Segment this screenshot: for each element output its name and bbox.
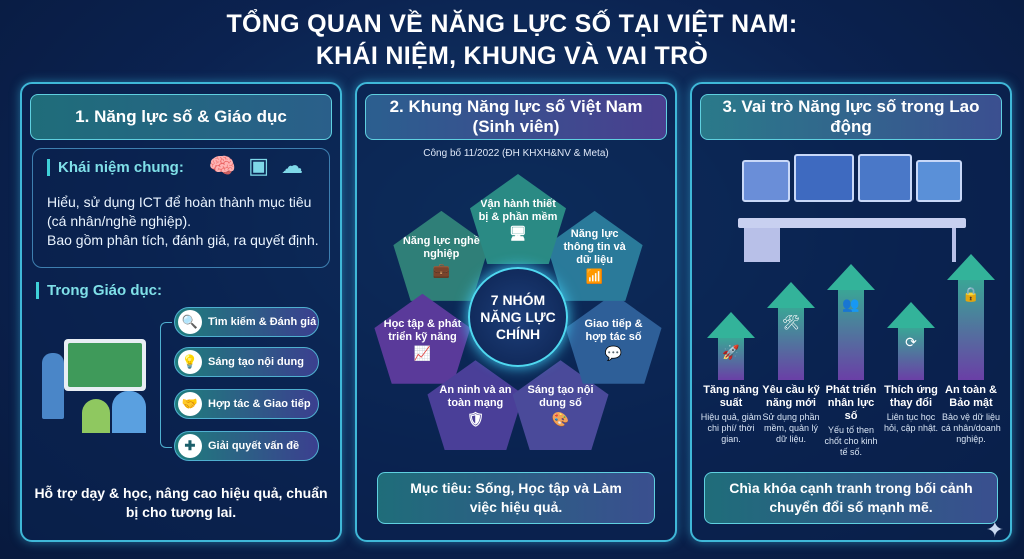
role-desc: Sử dụng phần mềm, quản lý dữ liệu. bbox=[762, 412, 820, 444]
petal-0: Vận hành thiết bị & phần mềm 🖥 bbox=[470, 174, 566, 264]
petal-1: Năng lực thông tin và dữ liệu📶 bbox=[546, 210, 643, 301]
panel-1-footer: Hỗ trợ dạy & học, nâng cao hiệu quả, chu… bbox=[34, 485, 328, 520]
header-line: (Sinh viên) bbox=[472, 117, 560, 136]
shield-icon: 🛡 bbox=[466, 411, 485, 428]
role-title: Tăng năng suất bbox=[703, 384, 759, 409]
role-title: Thích ứng thay đổi bbox=[884, 384, 938, 409]
role-desc: Liên tục học hỏi, cập nhật. bbox=[883, 412, 939, 433]
brain-icon: 🧠 bbox=[208, 153, 249, 178]
edu-item-label: Sáng tạo nội dung bbox=[208, 356, 304, 368]
teacher-illustration bbox=[42, 339, 152, 434]
petal-label: Giao tiếp & hợp tác số bbox=[584, 317, 643, 343]
tools-icon: 🛠 bbox=[782, 314, 800, 330]
rocket-icon: 🚀 bbox=[722, 344, 740, 360]
concept-section: Khái niệm chung: 🧠▣☁ Hiểu, sử dụng ICT đ… bbox=[32, 148, 330, 268]
hub-7-groups: 7 NHÓM NĂNG LỰC CHÍNH bbox=[468, 267, 568, 367]
edu-item-problem-solving: ✚ Giải quyết vấn đề bbox=[174, 431, 319, 461]
petal-5: Học tập & phát triển kỹ năng📈 bbox=[374, 293, 471, 384]
panel-3-footer: Chìa khóa cạnh tranh trong bối cảnh chuy… bbox=[729, 480, 973, 515]
petal-6: Năng lực nghề nghiệp💼 bbox=[393, 210, 490, 301]
page-title: TỔNG QUAN VỀ NĂNG LỰC SỐ TẠI VIỆT NAM: K… bbox=[0, 8, 1024, 72]
panel-2-footer-box: Mục tiêu: Sống, Học tập và Làm việc hiệu… bbox=[377, 472, 655, 524]
competence-wheel: Năng lực nghề nghiệp💼Học tập & phát triể… bbox=[357, 84, 679, 464]
framework-subtitle: Công bố 11/2022 (ĐH KHXH&NV & Meta) bbox=[423, 148, 609, 159]
palette-icon: 🎨 bbox=[551, 411, 570, 428]
role-title: Yêu cầu kỹ năng mới bbox=[762, 384, 820, 409]
sparkle-icon: ✦ bbox=[985, 517, 1004, 542]
puzzle-icon: ✚ bbox=[178, 434, 202, 458]
panel-labor-role: 3. Vai trò Năng lực số trong Lao động 🚀 T… bbox=[690, 82, 1012, 542]
lightbulb-icon: 💡 bbox=[178, 350, 202, 374]
monitor-icon: 🖥 bbox=[509, 225, 527, 241]
header-line: 2. Khung Năng lực số Việt Nam bbox=[389, 97, 643, 116]
bar-chart-icon: 📶 bbox=[585, 268, 604, 285]
concept-label: Khái niệm chung: bbox=[47, 159, 184, 176]
workstation-illustration bbox=[738, 154, 966, 264]
edu-item-collaboration: 🤝 Hợp tác & Giao tiếp bbox=[174, 389, 319, 419]
edu-item-label: Tìm kiếm & Đánh giá bbox=[208, 316, 317, 328]
title-line-2: KHÁI NIỆM, KHUNG VÀ VAI TRÒ bbox=[315, 42, 709, 70]
role-desc: Bảo vệ dữ liệu cá nhân/doanh nghiệp. bbox=[941, 412, 1001, 444]
edu-item-label: Giải quyết vấn đề bbox=[208, 440, 300, 452]
panel-2-header: 2. Khung Năng lực số Việt Nam(Sinh viên) bbox=[365, 94, 667, 140]
handshake-icon: 🤝 bbox=[178, 392, 202, 416]
panel-3-header: 3. Vai trò Năng lực số trong Lao động bbox=[700, 94, 1002, 140]
petal-2: Giao tiếp & hợp tác số💬 bbox=[565, 293, 662, 384]
refresh-icon: ⟳ bbox=[905, 334, 917, 350]
panel-3-footer-box: Chìa khóa cạnh tranh trong bối cảnh chuy… bbox=[704, 472, 998, 524]
chat-icon: 💬 bbox=[604, 344, 623, 361]
petal-label: An ninh và an toàn mạng bbox=[439, 384, 512, 410]
panel-digital-competence-education: 1. Năng lực số & Giáo dục Khái niệm chun… bbox=[20, 82, 342, 542]
concept-text-1: Hiểu, sử dụng ICT để hoàn thành mục tiêu… bbox=[47, 194, 312, 229]
panel-vietnam-framework: 2. Khung Năng lực số Việt Nam(Sinh viên)… bbox=[355, 82, 677, 542]
briefcase-icon: 💼 bbox=[432, 261, 451, 278]
role-title: An toàn & Bảo mật bbox=[945, 384, 997, 409]
petal-label: Sáng tạo nội dung số bbox=[527, 384, 594, 410]
education-label: Trong Giáo dục: bbox=[36, 282, 162, 299]
petal-label: Học tập & phát triển kỹ năng bbox=[383, 317, 462, 343]
petal-label: Năng lực nghề nghiệp bbox=[402, 234, 480, 260]
search-icon: 🔍 bbox=[178, 310, 202, 334]
edu-item-label: Hợp tác & Giao tiếp bbox=[208, 398, 311, 410]
edu-item-search-evaluate: 🔍 Tìm kiếm & Đánh giá bbox=[174, 307, 319, 337]
role-desc: Hiệu quả, giảm chi phí/ thời gian. bbox=[700, 412, 762, 444]
title-line-1: TỔNG QUAN VỀ NĂNG LỰC SỐ TẠI VIỆT NAM: bbox=[226, 10, 798, 38]
panel-2-footer: Mục tiêu: Sống, Học tập và Làm việc hiệu… bbox=[410, 480, 622, 515]
role-desc: Yếu tố then chốt cho kinh tế số. bbox=[824, 425, 878, 457]
cloud-icon: ☁ bbox=[281, 153, 315, 178]
growth-chart-icon: 📈 bbox=[413, 344, 432, 361]
lock-icon: 🔒 bbox=[962, 286, 980, 302]
role-title: Phát triển nhân lực số bbox=[825, 384, 877, 422]
role-arrow-1: 🛠 Yêu cầu kỹ năng mới Sử dụng phần mềm, qu… bbox=[760, 282, 822, 445]
people-icon: 👥 bbox=[842, 296, 860, 312]
panel-1-header: 1. Năng lực số & Giáo dục bbox=[30, 94, 332, 140]
petal-label: Vận hành thiết bị & phần mềm bbox=[478, 198, 558, 223]
chip-icon: ▣ bbox=[248, 153, 281, 178]
petal-label: Năng lực thông tin và dữ liệu bbox=[563, 228, 626, 267]
edu-item-content-creation: 💡 Sáng tạo nội dung bbox=[174, 347, 319, 377]
concept-text-2: Bao gồm phân tích, đánh giá, ra quyết đị… bbox=[47, 232, 319, 248]
